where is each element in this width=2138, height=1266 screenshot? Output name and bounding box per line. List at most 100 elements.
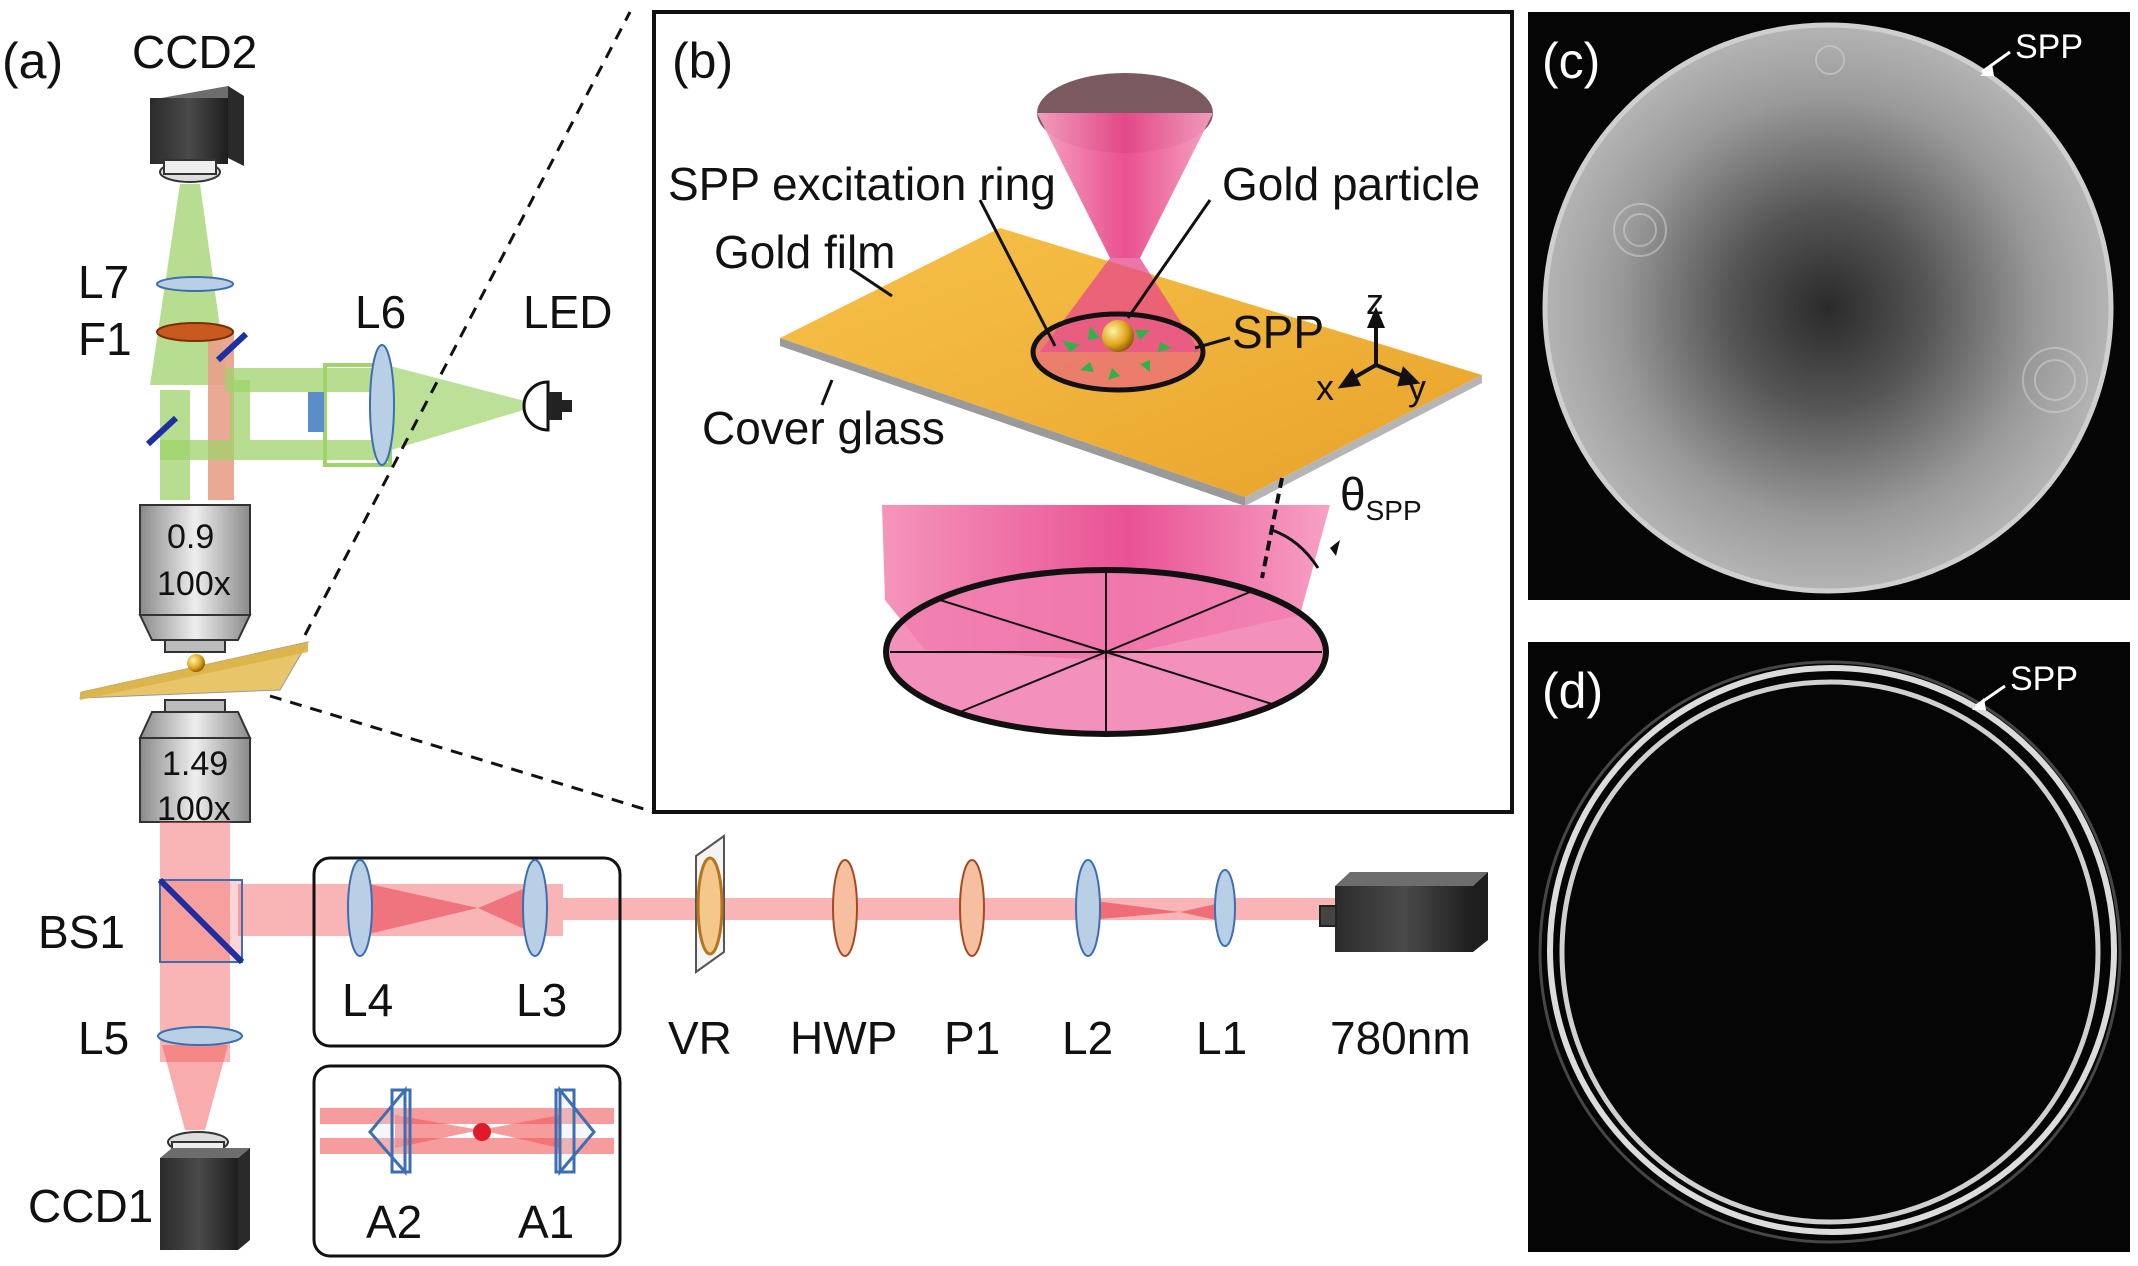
objective-bottom-icon [138, 699, 252, 823]
axis-x-label: x [1316, 367, 1334, 408]
laser-label: 780nm [1330, 1012, 1471, 1064]
inset-spp-ring-label: SPP excitation ring [668, 158, 1056, 210]
pointer-gold-particle [1126, 199, 1212, 319]
axicon-box-a2-a1 [312, 1064, 622, 1258]
laser-780nm-icon [1319, 872, 1488, 952]
l7-label: L7 [78, 256, 129, 308]
lens-l7-icon [156, 276, 234, 292]
inset-cover-glass-label: Cover glass [702, 402, 945, 454]
panel-a-setup: (a) CCD2 L7 F1 L6 [2, 11, 1488, 1258]
green-beam-h2 [160, 440, 375, 460]
cover-glass-edge-right [1245, 375, 1482, 506]
image-c-disk [1545, 25, 2111, 591]
panel-label-d: (d) [1542, 663, 1603, 719]
ccd1-label: CCD1 [28, 1180, 153, 1232]
axis-z-label: z [1366, 281, 1384, 322]
image-d-background [1528, 642, 2130, 1252]
lens-l3-icon [522, 859, 548, 957]
laser-focus-l2 [1088, 900, 1180, 920]
led-filter-block [308, 392, 324, 432]
lens-l5-icon [157, 1026, 243, 1046]
upper-cone [1037, 113, 1213, 258]
theta-normal-line [1260, 477, 1284, 579]
image-c-fringes [1613, 45, 2088, 413]
dichroic-mirror-bottom [145, 415, 179, 447]
image-d-spp-arrowhead [1972, 698, 1986, 710]
gold-particle-icon [1102, 320, 1134, 352]
p1-label: P1 [944, 1012, 1000, 1064]
panel-d-image: (d) SPP [1528, 642, 2130, 1252]
bs1-label: BS1 [38, 906, 125, 958]
laser-focus-l1 [1180, 902, 1225, 922]
l4-label: L4 [342, 974, 393, 1026]
axicon-a1-icon [558, 1085, 596, 1177]
filter-f1-icon [156, 322, 234, 342]
l3-label: L3 [516, 974, 567, 1026]
l2-label: L2 [1062, 1012, 1113, 1064]
l1-label: L1 [1196, 1012, 1247, 1064]
half-wave-plate-icon [832, 859, 858, 957]
laser-focus-l4 [360, 882, 478, 936]
panel-label-c: (c) [1542, 33, 1600, 89]
axicon-a2-icon [368, 1085, 407, 1176]
image-d-spp-ring-halo [1538, 660, 2122, 1244]
inset-gold-film-label: Gold film [714, 226, 895, 278]
panel-b-inset: (b) [652, 10, 1514, 814]
cover-glass-edge [780, 338, 1245, 506]
objective-top-icon [138, 504, 252, 653]
a2-label: A2 [366, 1196, 422, 1248]
laser-beam-to-ccd1 [162, 1045, 228, 1130]
image-c-spp-ring [1542, 22, 2114, 594]
axicon-a2-base [390, 1088, 412, 1174]
image-c-spp-arrow [1981, 50, 2011, 74]
dichroic-mirror-top [215, 331, 249, 363]
vr-label: VR [668, 1012, 732, 1064]
ccd1-camera-icon [160, 1131, 250, 1250]
objective-top-na: 0.9 [167, 518, 214, 556]
lens-l4-icon [347, 859, 373, 957]
hwp-label: HWP [790, 1012, 897, 1064]
ccd2-camera-icon [150, 86, 244, 183]
axicon-cross-right [480, 1115, 560, 1148]
green-beam-v [230, 380, 250, 440]
inset-gold-particle-label: Gold particle [1222, 158, 1480, 210]
panel-c-image: (c) SPP [1528, 12, 2130, 600]
pointer-gold-film [849, 266, 893, 298]
f1-label: F1 [78, 313, 132, 365]
gold-particle-small [187, 654, 205, 672]
a1-label: A1 [518, 1196, 574, 1248]
pointer-spp [1194, 336, 1231, 350]
axicon-a1-base [554, 1088, 576, 1174]
led-label: LED [523, 286, 612, 338]
vortex-retarder-icon [696, 856, 724, 956]
pointer-cover-glass [820, 379, 834, 406]
image-d-spp-ring-inner [1559, 679, 2101, 1225]
laser-focus-l3 [478, 884, 535, 934]
objective-top-mag: 100x [157, 565, 231, 603]
green-beam-led [375, 362, 540, 455]
polarizer-p1-icon [959, 859, 985, 957]
telescope-box-l4-l3 [312, 856, 622, 1048]
l5-label: L5 [78, 1012, 129, 1064]
ccd2-label: CCD2 [132, 26, 257, 78]
lens-l2-icon [1075, 859, 1101, 957]
axicon-focus-point [473, 1123, 491, 1141]
panel-label-a: (a) [2, 33, 63, 89]
image-d-spp-label: SPP [2010, 660, 2078, 698]
image-c-spp-arrowhead [1980, 64, 1994, 76]
panel-label-b: (b) [672, 33, 733, 89]
theta-arrow [1330, 540, 1340, 556]
image-d-spp-ring-outer [1547, 665, 2117, 1235]
theta-arc [1271, 528, 1320, 569]
objective-bottom-mag: 100x [157, 790, 231, 828]
l6-label: L6 [355, 286, 406, 338]
polarization-arrows [890, 570, 1322, 734]
theta-label: θSPP [1340, 468, 1422, 526]
image-c-spp-label: SPP [2015, 28, 2083, 66]
axis-y-label: y [1408, 367, 1426, 408]
zoom-line-bottom [269, 694, 655, 814]
pointer-spp-ring [978, 199, 1057, 347]
inset-spp-label: SPP [1232, 306, 1324, 358]
beamsplitter-diagonal [157, 877, 245, 965]
